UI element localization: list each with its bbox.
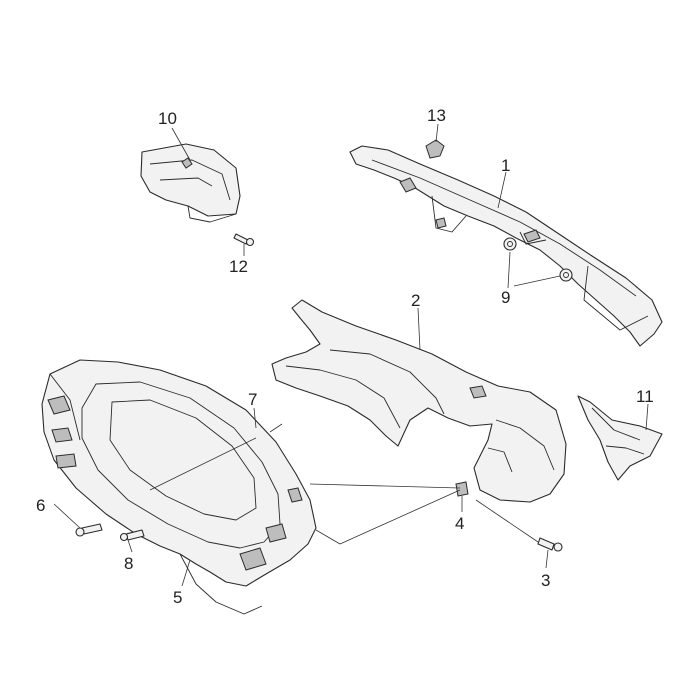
part-10-cover: [140, 143, 241, 223]
part-1-trim: [349, 145, 663, 347]
part-12-screw: [233, 233, 255, 247]
callout-12: 12: [229, 257, 248, 276]
callout-8: 8: [124, 554, 133, 573]
callout-9: 9: [501, 288, 510, 307]
part-9-nut-lower: [559, 268, 573, 282]
part-8-screw: [119, 529, 145, 542]
callout-11: 11: [636, 387, 654, 406]
part-13-grommet: [425, 139, 445, 159]
callout-5: 5: [173, 588, 182, 607]
callout-4: 4: [455, 514, 464, 533]
callout-13: 13: [427, 106, 446, 125]
part-5-headset-cover: [41, 359, 317, 615]
part-6-screw: [75, 523, 103, 537]
part-3-screw: [537, 537, 563, 552]
leader-lines: [53, 123, 649, 587]
part-2-shield: [271, 299, 567, 503]
callout-10: 10: [158, 109, 177, 128]
callout-6: 6: [36, 496, 45, 515]
callout-3: 3: [541, 571, 550, 590]
part-4-clip: [455, 481, 469, 497]
callout-7: 7: [248, 390, 257, 409]
callout-2: 2: [411, 291, 420, 310]
part-9-nut-upper: [503, 237, 517, 251]
callout-1: 1: [501, 156, 510, 175]
part-11-piece: [577, 395, 663, 481]
